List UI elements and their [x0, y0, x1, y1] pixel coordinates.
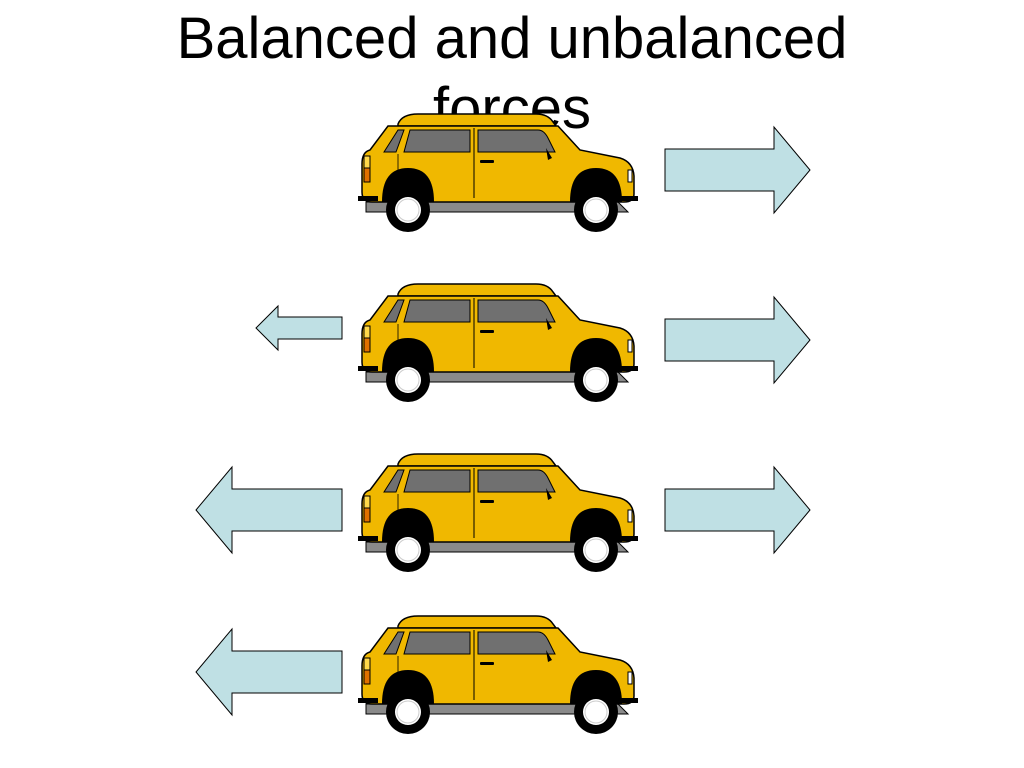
right-force-arrow-icon: [664, 295, 811, 385]
right-force-arrow-icon: [664, 125, 811, 215]
car-icon: [357, 453, 639, 573]
left-force-arrow-icon: [195, 465, 343, 555]
car-icon: [357, 113, 639, 233]
car-icon: [357, 615, 639, 735]
slide-title: Balanced and unbalanced forces: [0, 4, 1024, 144]
force-row-2: [255, 283, 811, 403]
right-force-arrow-icon: [664, 465, 811, 555]
rows-layer: [195, 113, 811, 735]
title-line-1: Balanced and unbalanced: [176, 6, 848, 71]
left-force-arrow-small-icon: [255, 304, 343, 352]
force-row-3: [195, 453, 811, 573]
force-row-4: [195, 615, 639, 735]
force-row-1: [357, 113, 811, 233]
car-icon: [357, 283, 639, 403]
left-force-arrow-icon: [195, 627, 343, 717]
